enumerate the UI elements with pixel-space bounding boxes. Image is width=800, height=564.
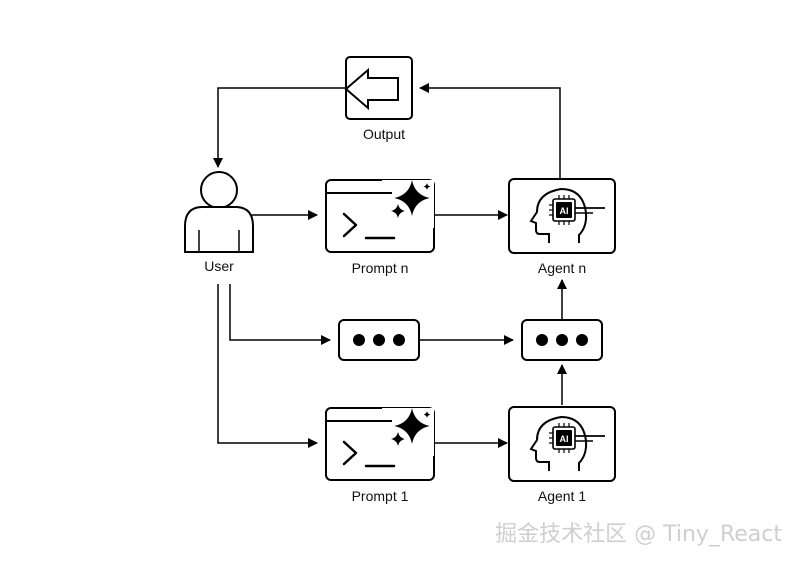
prompt-n-label: Prompt n [352,260,409,276]
prompt-1-label: Prompt 1 [352,488,409,504]
terminal-sparkle-icon [324,406,436,482]
output-label: Output [363,126,405,142]
ai-chip-text: AI [560,434,569,444]
arrow-left-icon [344,56,413,120]
agent-1-node: AI Agent 1 [508,406,616,504]
prompt-mid-node [338,319,420,361]
watermark-text: 掘金技术社区 @ Tiny_React [495,522,782,547]
agent-n-node: AI Agent n [508,178,616,276]
user-node: User [184,171,254,274]
output-node: Output [344,56,413,142]
user-label: User [204,258,234,274]
agent-1-label: Agent 1 [538,488,586,504]
agent-mid-node [521,319,603,361]
edge-agent-n-to-output [419,83,561,178]
user-icon [184,171,254,253]
terminal-sparkle-icon [324,178,436,254]
edge-output-to-user [213,87,346,168]
edges [213,83,567,448]
edge-user-to-prompt-mid [229,284,331,345]
agent-n-label: Agent n [538,260,586,276]
ai-head-icon: AI [508,406,616,482]
prompt-1-node: Prompt 1 [324,406,436,504]
ellipsis-icon [521,319,603,361]
ai-chip-text: AI [560,206,569,216]
prompt-n-node: Prompt n [324,178,436,276]
edge-user-to-prompt-1 [217,284,318,448]
ai-head-icon: AI [508,178,616,254]
ellipsis-icon [338,319,420,361]
